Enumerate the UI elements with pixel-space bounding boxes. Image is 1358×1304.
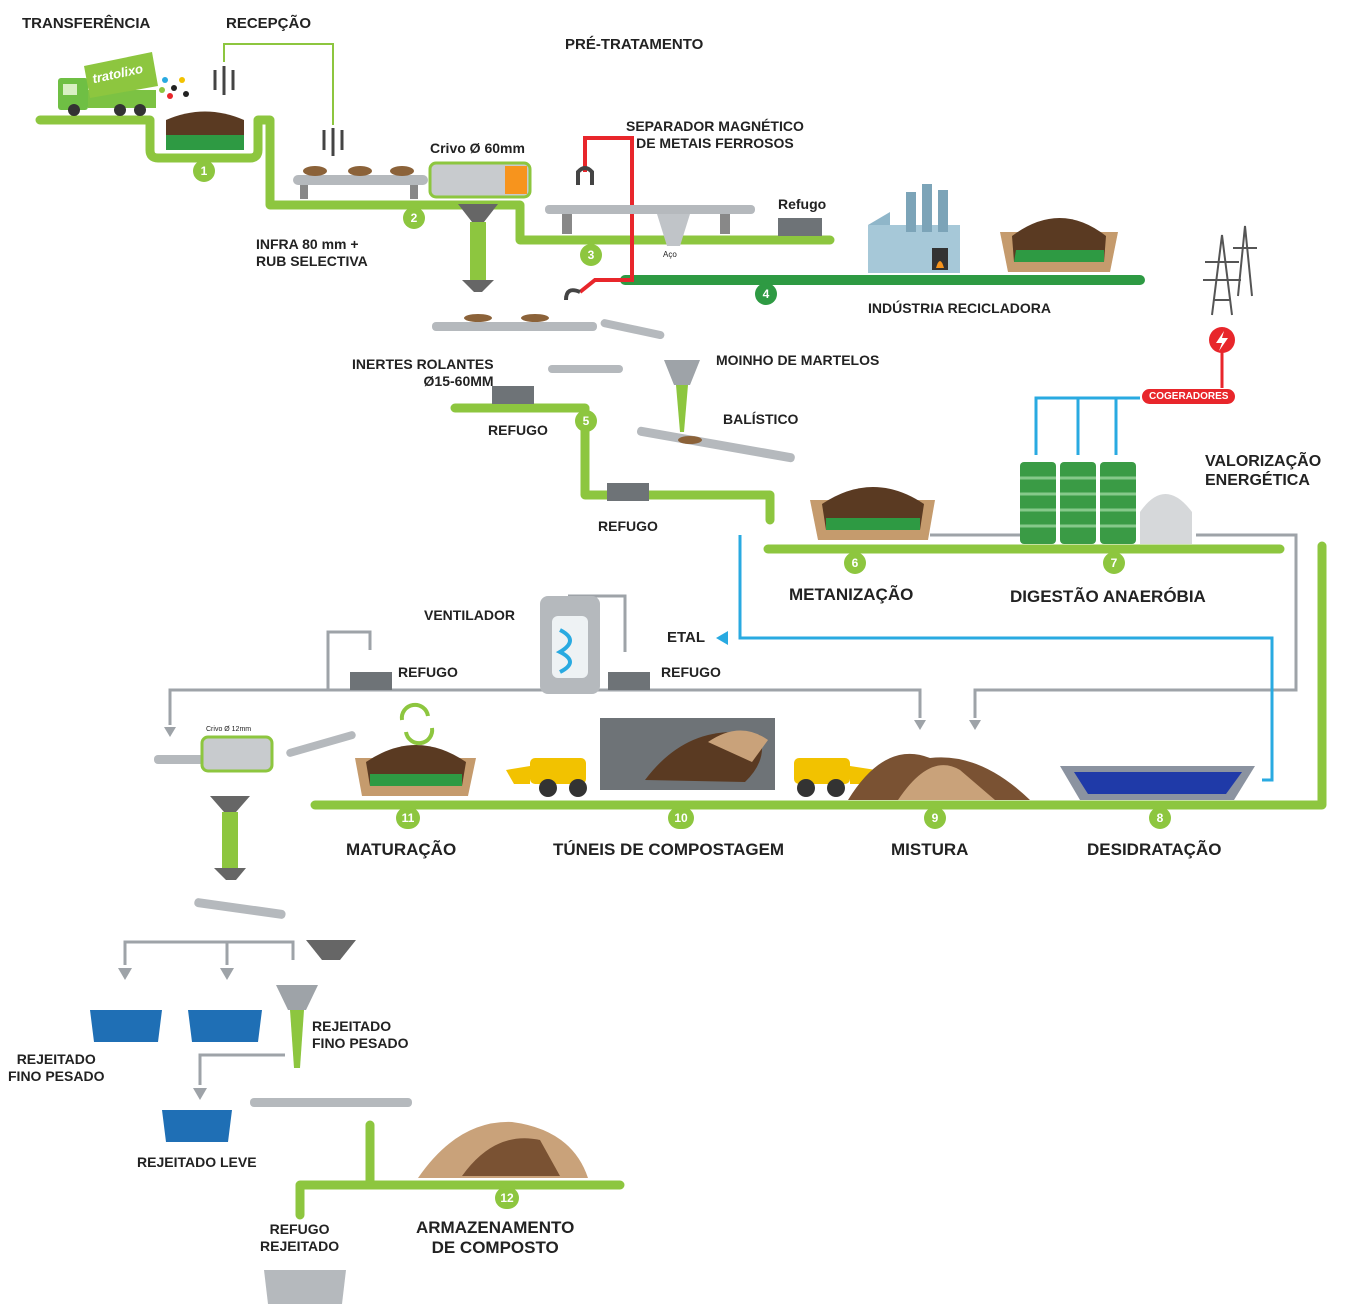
label-industria-recicladora: INDÚSTRIA RECICLADORA bbox=[868, 300, 1052, 316]
step-number-8: 8 bbox=[1149, 807, 1171, 829]
hammer-mill bbox=[664, 360, 700, 432]
reception-pit bbox=[166, 111, 244, 150]
recirculate-icon bbox=[399, 702, 435, 746]
label-mistura: MISTURA bbox=[891, 840, 969, 859]
maturation-bin bbox=[355, 745, 476, 796]
label-infra: INFRA 80 mm + RUB SELECTIVA bbox=[256, 236, 368, 269]
label-moinho: MOINHO DE MARTELOS bbox=[716, 352, 880, 368]
step-number-6: 6 bbox=[844, 552, 866, 574]
label-rejeitado-fino-left: REJEITADO FINO PESADO bbox=[8, 1051, 105, 1084]
hopper bbox=[458, 204, 498, 292]
ballistic-separator bbox=[636, 426, 795, 463]
cogeradores-badge: COGERADORES bbox=[1142, 389, 1236, 404]
loader-right bbox=[794, 758, 876, 797]
flow-lines-red bbox=[578, 136, 634, 294]
header-transferencia: TRANSFERÊNCIA bbox=[22, 15, 151, 32]
conveyor-refining bbox=[194, 898, 356, 960]
conveyor-pretreatment bbox=[432, 314, 665, 373]
crane-line bbox=[223, 43, 334, 125]
label-armazenamento: ARMAZENAMENTO DE COMPOSTO bbox=[416, 1218, 575, 1258]
drum-screen-12mm bbox=[154, 731, 356, 773]
lightning-glyph bbox=[1216, 331, 1228, 351]
factory-icon bbox=[868, 184, 960, 273]
step-number-11: 11 bbox=[396, 807, 420, 829]
digester-tanks bbox=[1020, 462, 1192, 544]
process-line-main bbox=[35, 115, 1327, 1220]
inertes-bin bbox=[492, 386, 534, 404]
mixing-pile bbox=[848, 753, 1030, 800]
conveyor-final bbox=[250, 1098, 412, 1107]
label-separador-magnetico: SEPARADOR MAGNÉTICO DE METAIS FERROSOS bbox=[626, 118, 804, 151]
step-number-7: 7 bbox=[1103, 552, 1125, 574]
crane-claw-icon bbox=[213, 66, 344, 156]
step-number-12: 12 bbox=[495, 1187, 519, 1209]
header-recepcao: RECEPÇÃO bbox=[226, 15, 312, 32]
label-inertes-rolantes: INERTES ROLANTES Ø15-60MM bbox=[352, 356, 494, 389]
label-crivo-12: Crivo Ø 12mm bbox=[206, 726, 252, 733]
methanization-bin bbox=[810, 487, 935, 540]
conveyor-magnetic bbox=[545, 205, 755, 246]
step-number-9: 9 bbox=[924, 807, 946, 829]
truck bbox=[58, 52, 158, 116]
refugo-bin-left bbox=[350, 672, 392, 690]
compost-pile bbox=[418, 1121, 588, 1178]
flow-lines-blue bbox=[738, 396, 1274, 782]
refugo-bin-small bbox=[778, 218, 822, 236]
recycled-material-bin bbox=[1000, 218, 1118, 272]
reject-bins bbox=[90, 1010, 346, 1304]
label-maturacao: MATURAÇÃO bbox=[346, 840, 457, 859]
drum-screen-60mm bbox=[428, 161, 532, 199]
label-refugo-rejeitado: REFUGO REJEITADO bbox=[260, 1221, 340, 1254]
label-rejeitado-fino-right: REJEITADO FINO PESADO bbox=[312, 1018, 409, 1051]
conveyor-infra bbox=[293, 166, 428, 199]
step-number-1: 1 bbox=[193, 160, 215, 182]
step-number-3: 3 bbox=[580, 244, 602, 266]
air-classifier bbox=[276, 985, 318, 1068]
hopper-2 bbox=[210, 796, 250, 880]
flow-arrowheads-gray bbox=[118, 720, 981, 1100]
label-refugo-5a: REFUGO bbox=[488, 422, 548, 438]
waste-particles bbox=[159, 77, 189, 99]
label-metanizacao: METANIZAÇÃO bbox=[789, 585, 914, 604]
power-tower-icon bbox=[1203, 225, 1257, 316]
label-balistico: BALÍSTICO bbox=[723, 411, 799, 427]
etal-arrowhead bbox=[716, 631, 728, 645]
refugo-bin bbox=[607, 483, 649, 501]
label-refugo-vent-right: REFUGO bbox=[661, 664, 721, 680]
composting-tunnel bbox=[600, 718, 775, 790]
step-number-10: 10 bbox=[668, 807, 694, 829]
label-refugo-small: Refugo bbox=[778, 196, 827, 212]
loader-left bbox=[506, 758, 587, 797]
label-crivo-60: Crivo Ø 60mm bbox=[430, 140, 525, 156]
label-rejeitado-leve: REJEITADO LEVE bbox=[137, 1154, 257, 1170]
magnet-icon bbox=[564, 166, 594, 301]
ventilator bbox=[540, 596, 600, 694]
label-etal: ETAL bbox=[667, 629, 706, 646]
label-ventilador: VENTILADOR bbox=[424, 607, 515, 623]
label-aco: Aço bbox=[663, 250, 677, 259]
step-number-2: 2 bbox=[403, 207, 425, 229]
label-desidratacao: DESIDRATAÇÃO bbox=[1087, 840, 1222, 859]
header-valorizacao: VALORIZAÇÃO ENERGÉTICA bbox=[1205, 453, 1322, 490]
label-refugo-5b: REFUGO bbox=[598, 518, 658, 534]
dehydration-tank bbox=[1060, 766, 1255, 800]
header-pre-tratamento: PRÉ-TRATAMENTO bbox=[565, 36, 704, 53]
label-refugo-vent-left: REFUGO bbox=[398, 664, 458, 680]
step-number-5: 5 bbox=[575, 410, 597, 432]
step-number-4: 4 bbox=[755, 283, 777, 305]
label-digestao: DIGESTÃO ANAERÓBIA bbox=[1010, 587, 1206, 606]
label-tuneis: TÚNEIS DE COMPOSTAGEM bbox=[553, 840, 785, 859]
refugo-bin-right bbox=[608, 672, 650, 690]
